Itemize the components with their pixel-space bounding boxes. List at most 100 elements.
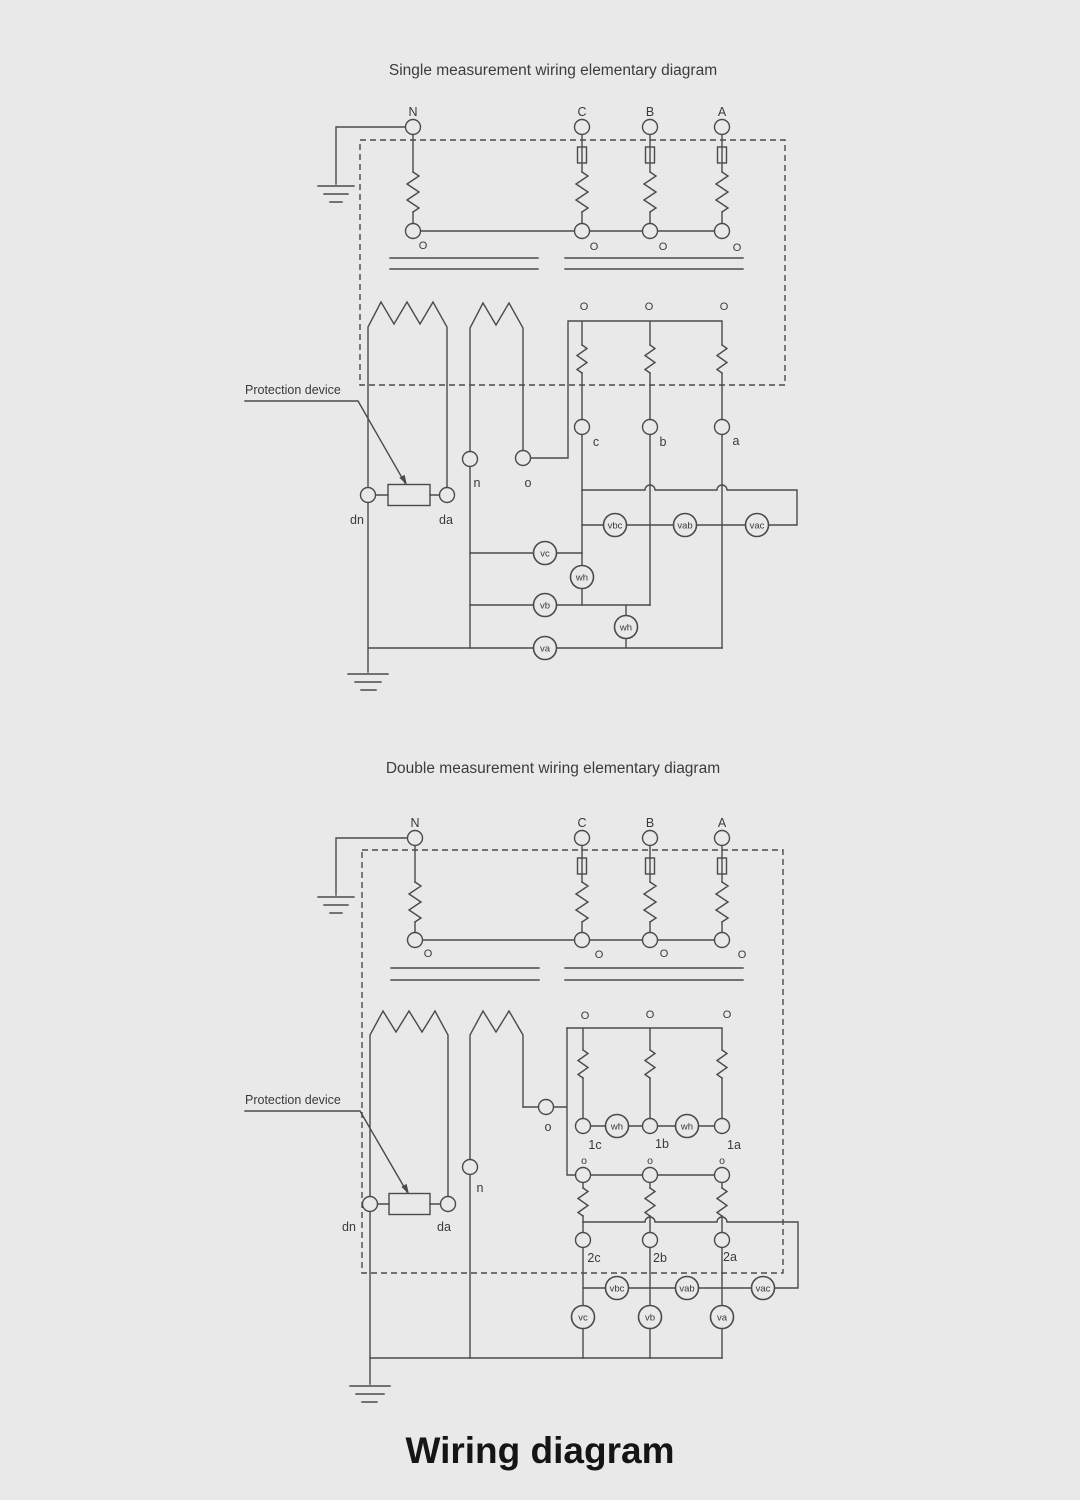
meter-vbc <box>604 1275 630 1301</box>
primary-o-label: O <box>738 949 747 961</box>
meter-vac <box>750 1275 776 1301</box>
secondary-o-label: O <box>580 301 589 313</box>
terminal-da <box>438 486 456 504</box>
terminal-1a <box>713 1117 731 1135</box>
protection-leader-line <box>244 1110 442 1403</box>
primary-winding-resistors <box>405 171 730 213</box>
terminal-label-dn: dn <box>342 1220 356 1234</box>
primary-bottom-terminal <box>641 931 659 949</box>
meter-vab-label: vab <box>679 1284 694 1295</box>
terminal-n <box>461 450 479 468</box>
set1-wiring <box>566 1027 723 1127</box>
terminal-label-o: o <box>525 476 532 490</box>
open-winding-n-o <box>469 1009 524 1160</box>
terminal-n <box>461 1158 479 1176</box>
secondary-wiring <box>469 320 723 649</box>
terminal-label-n: n <box>477 1181 484 1195</box>
meter-vbc-label: vbc <box>610 1284 625 1295</box>
set1-winding-resistors <box>576 1049 729 1079</box>
terminal-label-1a: 1a <box>727 1138 741 1152</box>
terminal-B <box>641 118 659 136</box>
secondary-o-label: O <box>723 1009 732 1021</box>
set2-o-terminal <box>641 1166 659 1184</box>
phase-label-N: N <box>410 816 419 830</box>
meter-wh-b <box>613 614 639 640</box>
terminal-label-da: da <box>437 1220 451 1234</box>
terminal-label-b: b <box>660 435 667 449</box>
dashed-enclosure <box>361 849 784 1274</box>
terminal-A <box>713 118 731 136</box>
terminal-label-1b: 1b <box>655 1137 669 1151</box>
terminal-C <box>573 829 591 847</box>
terminal-o <box>514 449 532 467</box>
single-measurement-diagram: Single measurement wiring elementary dia… <box>244 62 798 691</box>
meter-wh-label: wh <box>619 623 632 634</box>
meter-va <box>709 1304 735 1330</box>
phase-label-B: B <box>646 816 654 830</box>
meter-vc-label: vc <box>540 549 550 560</box>
dashed-enclosure <box>359 139 786 386</box>
meter-vb <box>637 1304 663 1330</box>
primary-bottom-terminal <box>713 931 731 949</box>
meter-vc <box>570 1304 596 1330</box>
core-lines <box>389 257 744 270</box>
secondary-o-label: O <box>581 1010 590 1022</box>
meter-vb <box>532 592 558 618</box>
page-title: Wiring diagram <box>406 1430 675 1471</box>
primary-o-label: O <box>424 948 433 960</box>
open-winding-dn-da <box>367 300 448 489</box>
terminal-label-1c: 1c <box>588 1138 601 1152</box>
primary-o-label: O <box>419 240 428 252</box>
primary-bottom-terminal <box>641 222 659 240</box>
terminal-N <box>404 118 422 136</box>
protection-device-box <box>387 483 431 507</box>
primary-o-label: O <box>659 241 668 253</box>
set2-o-terminal <box>574 1166 592 1184</box>
double-measurement-diagram: Double measurement wiring elementary dia… <box>244 760 799 1403</box>
meter-va-label: va <box>717 1313 728 1324</box>
phase-label-N: N <box>408 105 417 119</box>
protection-arrowhead-icon <box>401 1183 409 1194</box>
primary-bottom-terminal <box>573 931 591 949</box>
primary-bottom-terminal <box>713 222 731 240</box>
open-winding-dn-da <box>369 1009 449 1197</box>
fuse-icon <box>576 146 588 164</box>
terminal-label-da: da <box>439 513 453 527</box>
fuse-icon <box>716 857 728 875</box>
terminal-2a <box>713 1231 731 1249</box>
meter-wh-label: wh <box>575 573 588 584</box>
terminal-label-dn: dn <box>350 513 364 527</box>
primary-o-label: O <box>595 949 604 961</box>
meter-va <box>532 635 558 661</box>
secondary-o-label: O <box>646 1009 655 1021</box>
primary-bottom-terminal <box>404 222 422 240</box>
meter-vac-label: vac <box>756 1284 771 1295</box>
meter-vc <box>532 540 558 566</box>
terminal-label-2b: 2b <box>653 1251 667 1265</box>
meter-wh-c <box>569 564 595 590</box>
protection-device-label: Protection device <box>245 1093 341 1107</box>
terminal-label-2a: 2a <box>723 1250 737 1264</box>
fuse-icon <box>716 146 728 164</box>
terminal-2b <box>641 1231 659 1249</box>
diagram1-title: Single measurement wiring elementary dia… <box>389 62 717 79</box>
terminal-N <box>406 829 424 847</box>
set2-o-label: o <box>719 1155 725 1167</box>
set2-wiring <box>469 1173 723 1359</box>
meter-wh-ba <box>674 1113 700 1139</box>
set2-o-label: o <box>581 1155 587 1167</box>
terminal-label-c: c <box>593 435 599 449</box>
set2-o-label: o <box>647 1155 653 1167</box>
fuse-icon <box>644 146 656 164</box>
primary-wiring <box>412 133 723 232</box>
terminal-dn <box>359 486 377 504</box>
terminal-label-a: a <box>733 434 740 448</box>
terminal-label-2c: 2c <box>587 1251 600 1265</box>
primary-o-label: O <box>733 242 742 254</box>
secondary-o-label: O <box>645 301 654 313</box>
terminal-b <box>641 418 659 436</box>
primary-bottom-terminal <box>573 222 591 240</box>
meter-vbc <box>602 512 628 538</box>
meter-vbc-label: vbc <box>608 521 623 532</box>
